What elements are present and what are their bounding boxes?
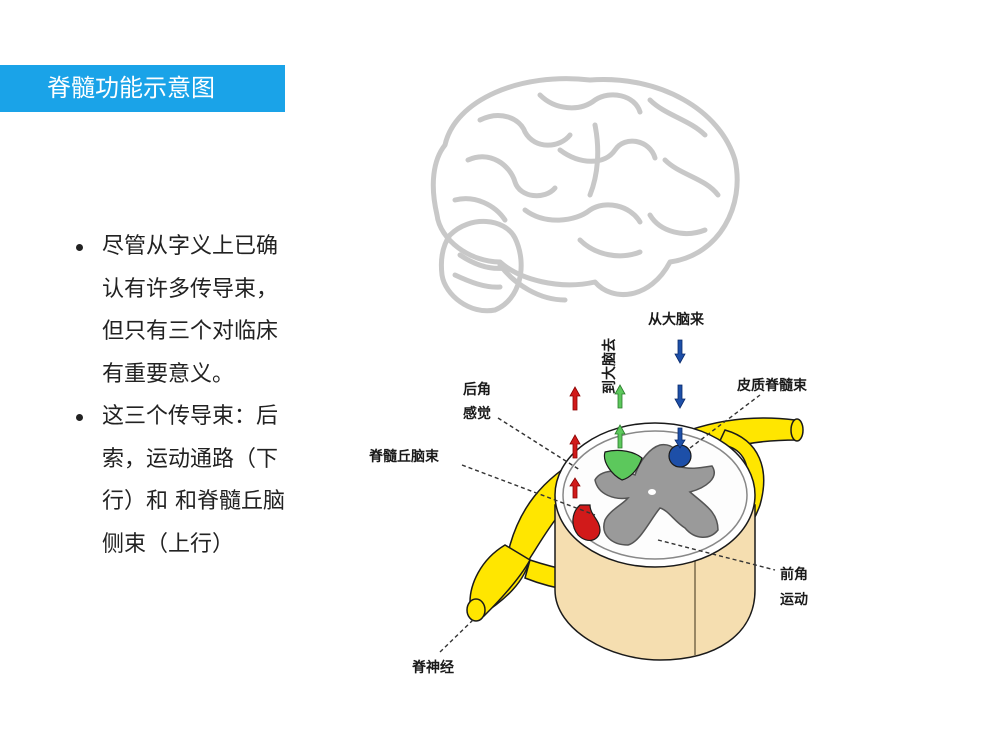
- slide-title: 脊髓功能示意图: [47, 74, 215, 102]
- bullet-line: 有重要意义。: [102, 361, 235, 387]
- label-anterior-horn-motor: 运动: [780, 591, 808, 608]
- brain-illustration: [430, 76, 740, 314]
- bullet-line: 侧束（上行）: [102, 531, 235, 557]
- green-ascending-arrows: [614, 384, 626, 449]
- bullet-line: 尽管从字义上已确: [102, 234, 279, 259]
- label-spinal-nerve: 脊神经: [411, 659, 454, 676]
- bullet-line: 认有许多传导束，: [102, 276, 279, 302]
- bullet-item: 这三个传导束：后 索，运动通路（下 行）和 和脊髓丘脑 侧束（上行）: [72, 396, 332, 566]
- bullet-line: 这三个传导束：后: [102, 404, 279, 429]
- bullet-line: 但只有三个对临床: [102, 319, 279, 344]
- label-posterior-horn: 后角: [463, 381, 491, 398]
- label-from-brain: 从大脑来: [648, 311, 705, 328]
- label-to-brain: 到大脑去: [601, 338, 618, 394]
- grey-matter: [594, 444, 719, 546]
- central-canal: [648, 489, 656, 495]
- posterior-sensory-tract: [603, 449, 643, 481]
- blue-descending-arrows: [674, 339, 686, 449]
- label-anterior-horn: 前角: [780, 566, 808, 583]
- bullet-item: 尽管从字义上已确 认有许多传导束， 但只有三个对临床 有重要意义。: [72, 226, 332, 396]
- red-ascending-arrows: [569, 386, 581, 499]
- slide-title-bar: 脊髓功能示意图: [0, 65, 285, 112]
- bullet-line: 行）和 和脊髓丘脑: [102, 489, 285, 514]
- bullet-line: 索，运动通路（下: [102, 446, 279, 472]
- label-corticospinal: 皮质脊髓束: [736, 377, 808, 394]
- label-spinothalamic: 脊髓丘脑束: [368, 448, 440, 465]
- label-posterior-horn-sensory: 感觉: [463, 405, 491, 422]
- bullet-list: 尽管从字义上已确 认有许多传导束， 但只有三个对临床 有重要意义。 这三个传导束…: [72, 226, 332, 566]
